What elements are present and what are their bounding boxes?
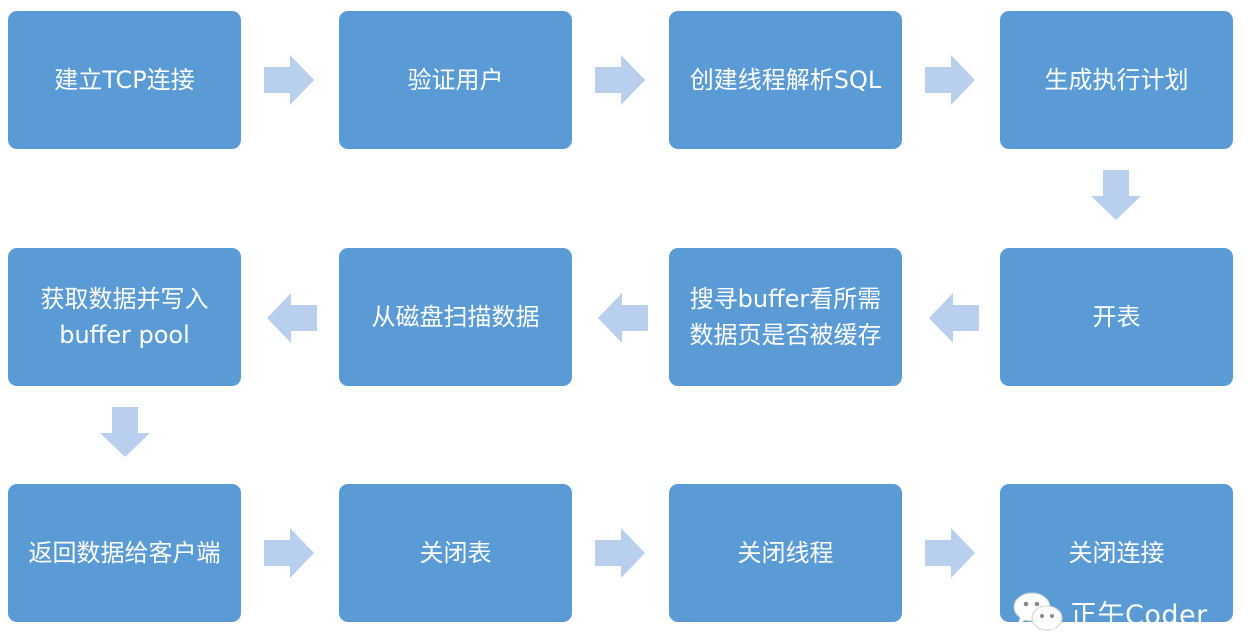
step-box-write-buffer-pool: 获取数据并写入 buffer pool — [8, 248, 241, 386]
arrow-down-icon — [1091, 170, 1141, 220]
arrow-left-icon — [267, 293, 317, 343]
step-box-close-table: 关闭表 — [339, 484, 572, 622]
arrow-right-icon — [264, 55, 314, 105]
arrow-down-icon — [100, 407, 150, 457]
step-box-establish-tcp: 建立TCP连接 — [8, 11, 241, 149]
arrow-right-icon — [595, 528, 645, 578]
step-box-scan-disk: 从磁盘扫描数据 — [339, 248, 572, 386]
step-label: 验证用户 — [407, 66, 504, 94]
wechat-icon — [1012, 590, 1064, 634]
step-label: 关闭连接 — [1068, 539, 1165, 567]
watermark: 正午Coder — [1012, 586, 1234, 638]
step-label: 创建线程解析SQL — [689, 66, 882, 94]
arrow-right-icon — [925, 55, 975, 105]
arrow-right-icon — [264, 528, 314, 578]
step-box-close-thread: 关闭线程 — [669, 484, 902, 622]
step-label: 关闭线程 — [737, 539, 834, 567]
step-label: 生成执行计划 — [1044, 66, 1189, 94]
step-label: 开表 — [1092, 303, 1141, 331]
step-box-create-thread: 创建线程解析SQL — [669, 11, 902, 149]
step-box-open-table: 开表 — [1000, 248, 1233, 386]
step-box-return-data: 返回数据给客户端 — [8, 484, 241, 622]
step-box-verify-user: 验证用户 — [339, 11, 572, 149]
step-label: 获取数据并写入 buffer pool — [40, 285, 209, 349]
arrow-left-icon — [929, 293, 979, 343]
arrow-right-icon — [925, 528, 975, 578]
step-box-search-buffer: 搜寻buffer看所需 数据页是否被缓存 — [669, 248, 902, 386]
step-label: 搜寻buffer看所需 数据页是否被缓存 — [689, 285, 882, 349]
step-label: 从磁盘扫描数据 — [371, 303, 540, 331]
step-label: 建立TCP连接 — [54, 66, 195, 94]
step-label: 关闭表 — [419, 539, 492, 567]
step-label: 返回数据给客户端 — [28, 539, 221, 567]
arrow-left-icon — [598, 293, 648, 343]
watermark-text: 正午Coder — [1070, 599, 1208, 631]
arrow-right-icon — [595, 55, 645, 105]
step-box-generate-plan: 生成执行计划 — [1000, 11, 1233, 149]
